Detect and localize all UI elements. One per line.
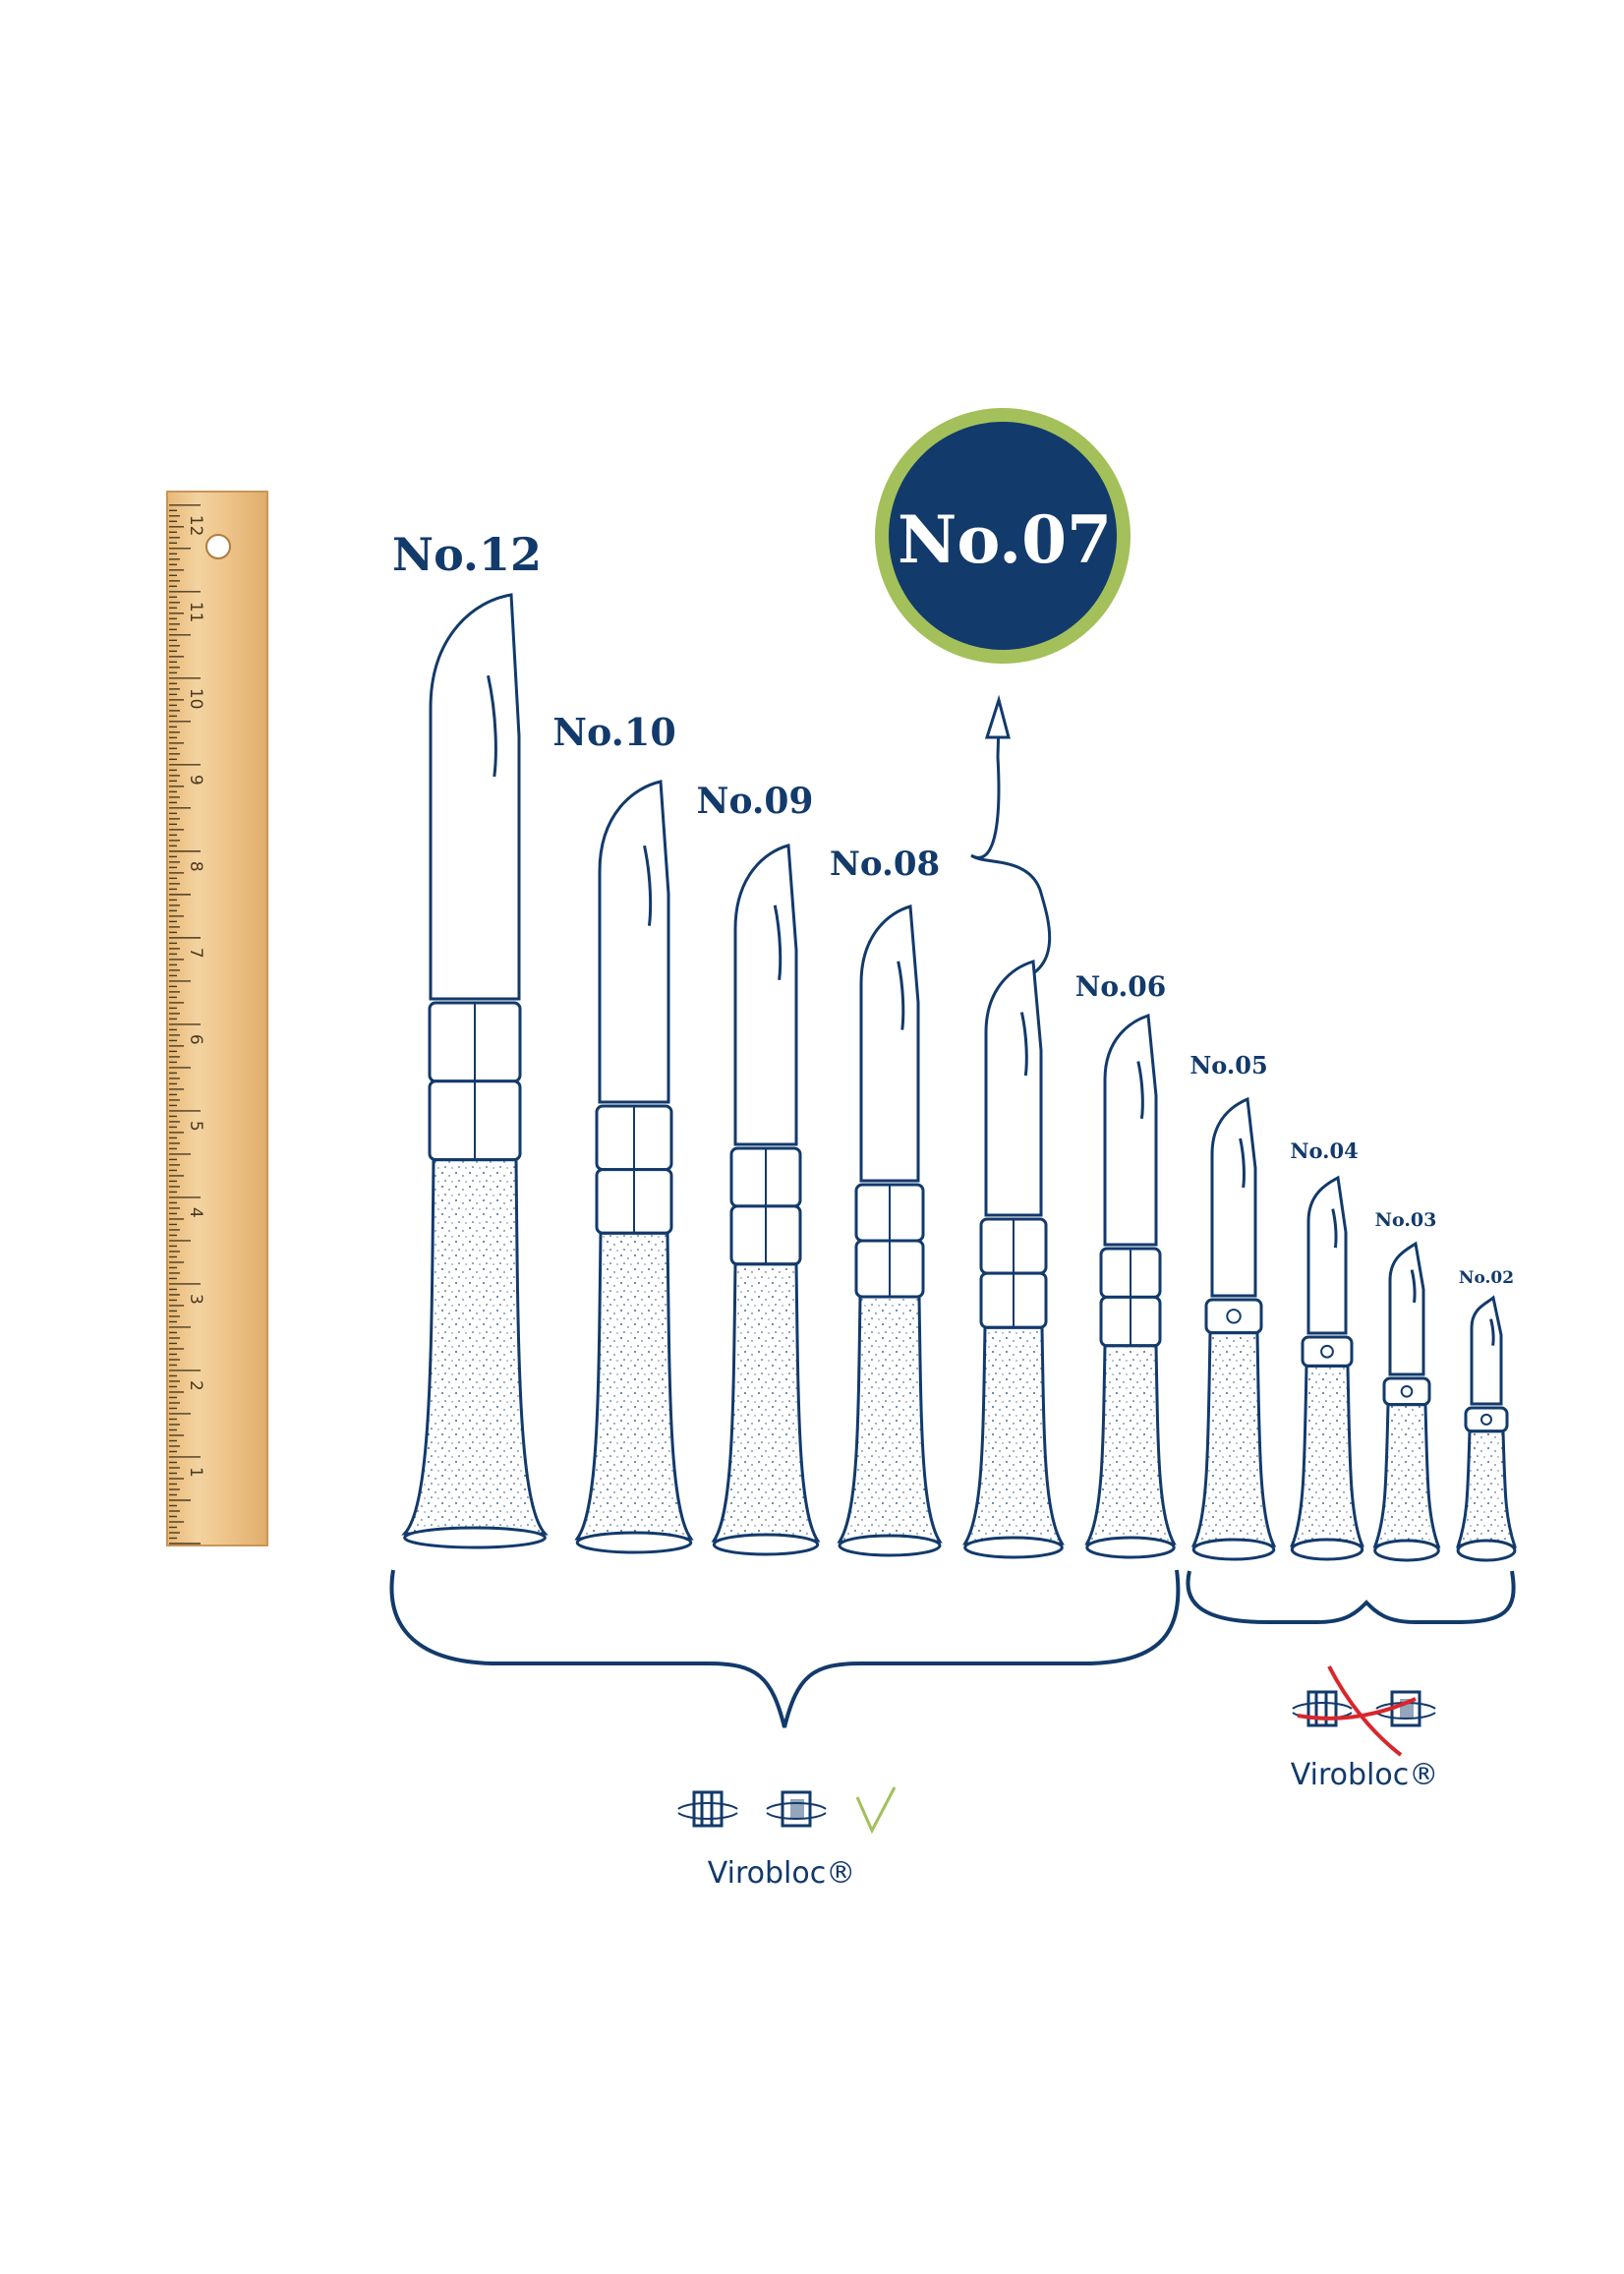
ruler-number: 5 [186, 1121, 205, 1132]
ruler-number: 7 [186, 948, 205, 959]
knife-handle [711, 1262, 821, 1543]
knife-handle [837, 1295, 943, 1544]
knife-size-label: No.06 [1075, 970, 1167, 1003]
knife-size-label: No.09 [697, 781, 814, 822]
handle-base [838, 1534, 942, 1557]
checkmark-icon [855, 1786, 897, 1835]
ruler-number: 3 [186, 1294, 205, 1305]
brace-small-models [1186, 1570, 1516, 1624]
knife-lineup: No.12No.10No.09No.08No.06No.05No.04No.03… [392, 528, 1517, 1562]
virobloc-label-small: Virobloc® [1291, 1758, 1438, 1792]
knife-blade [1306, 1175, 1348, 1335]
knife-handle [1456, 1429, 1517, 1548]
featured-model-badge: No.07 [875, 408, 1131, 664]
knife-size-label: No.12 [392, 528, 542, 581]
pivot-rivet [1400, 1384, 1414, 1398]
knife-illustration: No.05 [1189, 1051, 1277, 1561]
knife-size-label: No.03 [1375, 1209, 1437, 1231]
lock-ring-open-icon [677, 1790, 738, 1828]
ruler-number: 6 [186, 1034, 205, 1045]
knife-blade [1103, 1013, 1158, 1247]
knife-illustration: No.10 [552, 710, 694, 1554]
handle-base [403, 1526, 547, 1549]
cross-out-icon [1297, 1665, 1417, 1757]
knife-size-label: No.05 [1189, 1051, 1267, 1079]
lock-ring-open-icon [1292, 1690, 1353, 1727]
blade-nail-nick [1136, 1061, 1144, 1120]
ruler-number: 9 [186, 775, 205, 786]
knife-illustration: No.04 [1290, 1138, 1364, 1561]
knife-blade [1210, 1096, 1257, 1298]
ruler-number: 11 [186, 602, 205, 623]
blade-nail-nick [1019, 1012, 1028, 1077]
handle-base [963, 1536, 1064, 1559]
blade-nail-nick [897, 961, 905, 1030]
brace-large-models [389, 1569, 1181, 1728]
ruler-number: 4 [186, 1207, 205, 1218]
knife-blade [598, 780, 670, 1104]
knife-size-label: No.04 [1290, 1138, 1358, 1163]
ruler-number: 10 [186, 688, 205, 710]
blade-nail-nick [1410, 1269, 1417, 1304]
knife-handle [962, 1325, 1065, 1545]
knife-handle [574, 1231, 694, 1541]
blade-nail-nick [1489, 1318, 1495, 1346]
knife-size-label: No.02 [1459, 1268, 1514, 1288]
knife-blade [1470, 1295, 1503, 1406]
knife-illustration: No.06 [1075, 970, 1177, 1559]
virobloc-small-group: Virobloc® [1291, 1665, 1438, 1792]
ruler-number: 1 [186, 1467, 205, 1478]
ruler-body [166, 491, 268, 1546]
lock-ring-closed-icon [766, 1790, 827, 1828]
handle-base [1373, 1539, 1440, 1562]
ruler-hang-hole [205, 534, 231, 559]
pivot-rivet [1320, 1344, 1334, 1359]
blade-nail-nick [1331, 1208, 1338, 1249]
handle-base [1290, 1538, 1364, 1561]
knife-blade [859, 904, 920, 1183]
knife-handle [1290, 1364, 1364, 1547]
handle-base [1191, 1538, 1276, 1561]
pivot-rivet [1480, 1413, 1492, 1426]
pointer-arrowhead [984, 694, 1011, 739]
knife-handle [1084, 1344, 1177, 1545]
knife-blade [429, 593, 521, 1001]
knife-blade [984, 960, 1043, 1217]
handle-base [1085, 1536, 1176, 1559]
knife-illustration: No.09 [697, 781, 821, 1556]
ruler-number: 8 [186, 861, 205, 872]
blade-nail-nick [487, 674, 497, 778]
knife-illustration: No.08 [830, 845, 943, 1557]
blade-nail-nick [773, 904, 783, 980]
knife-handle [1372, 1403, 1441, 1548]
badge-label: No.07 [898, 501, 1112, 578]
knife-handle [1190, 1331, 1277, 1547]
knife-size-label: No.08 [830, 845, 940, 884]
knife-blade [733, 844, 798, 1146]
blade-nail-nick [1239, 1137, 1246, 1189]
ruler-number: 12 [186, 515, 205, 537]
knife-illustration [962, 960, 1065, 1559]
handle-base [1456, 1539, 1517, 1562]
virobloc-label-large: Virobloc® [708, 1856, 855, 1891]
badge-core [889, 422, 1117, 650]
knife-illustration: No.02 [1456, 1268, 1517, 1562]
pointer-arrow [970, 722, 1052, 983]
pivot-rivet [1226, 1309, 1242, 1324]
knife-illustration: No.03 [1372, 1209, 1441, 1562]
knife-handle [401, 1158, 549, 1536]
handle-base [712, 1533, 820, 1556]
knife-blade [1388, 1241, 1425, 1376]
virobloc-large-group: Virobloc® [677, 1786, 897, 1891]
blade-nail-nick [643, 845, 653, 926]
handle-base [575, 1531, 693, 1554]
knife-size-label: No.10 [552, 710, 676, 754]
ruler-number: 2 [186, 1380, 205, 1391]
knife-illustration: No.12 [392, 528, 549, 1549]
